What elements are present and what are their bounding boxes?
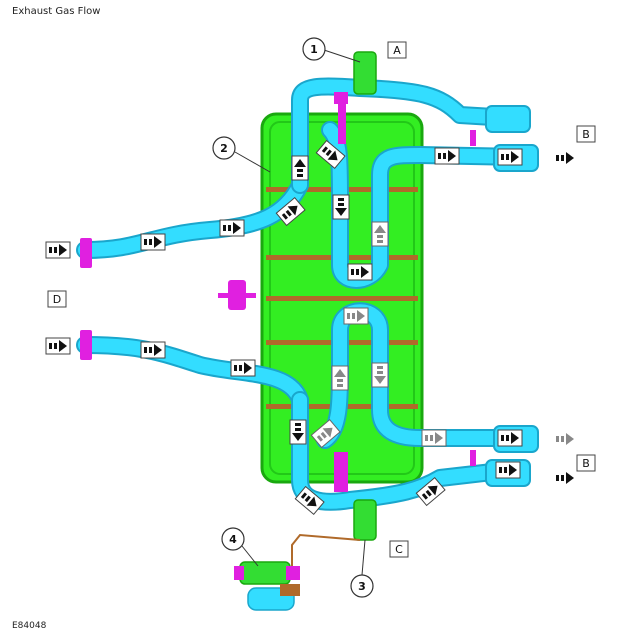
callout-1: 1 bbox=[302, 37, 361, 63]
figure-id: E84048 bbox=[12, 621, 47, 631]
page-title: Exhaust Gas Flow bbox=[12, 6, 101, 17]
svg-text:1: 1 bbox=[310, 43, 318, 56]
vacuum-line bbox=[291, 533, 361, 575]
callout-2: 2 bbox=[212, 136, 271, 173]
actuator-assembly bbox=[234, 561, 300, 611]
letter-label-d: D bbox=[47, 290, 67, 308]
svg-text:4: 4 bbox=[229, 533, 237, 546]
letter-label-a: A bbox=[387, 41, 407, 59]
letter-label-b-bottom: B bbox=[576, 454, 596, 472]
svg-text:B: B bbox=[582, 457, 590, 470]
svg-text:C: C bbox=[395, 543, 403, 556]
svg-text:A: A bbox=[393, 44, 401, 57]
flanges bbox=[80, 92, 476, 492]
exhaust-pipes bbox=[76, 77, 529, 511]
svg-text:D: D bbox=[53, 293, 61, 306]
callout-4: 4 bbox=[221, 527, 259, 567]
letter-label-b-top: B bbox=[576, 125, 596, 143]
callout-3: 3 bbox=[350, 539, 374, 598]
letter-label-c: C bbox=[389, 540, 409, 558]
svg-text:3: 3 bbox=[358, 580, 366, 593]
svg-text:2: 2 bbox=[220, 142, 228, 155]
svg-text:B: B bbox=[582, 128, 590, 141]
